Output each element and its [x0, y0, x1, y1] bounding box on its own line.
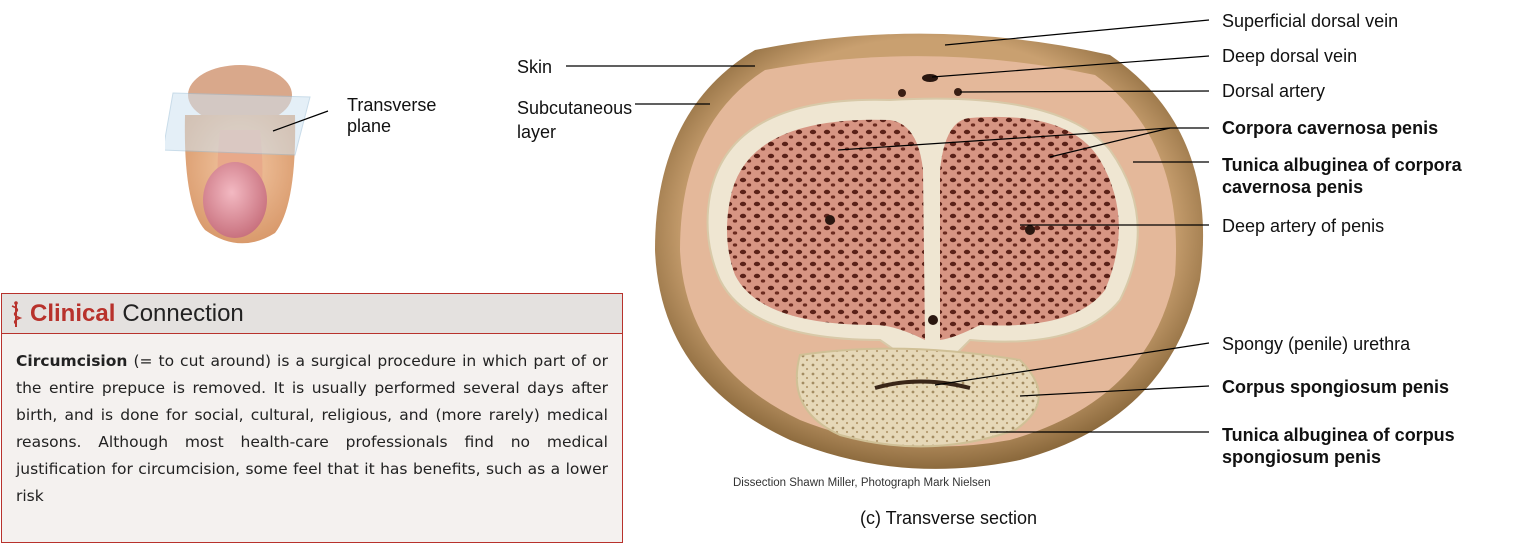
- label-spongy-urethra: Spongy (penile) urethra: [1222, 334, 1410, 355]
- dorsal-artery-left: [898, 89, 906, 97]
- skin-label: Skin: [517, 57, 552, 78]
- label-corpora-cavernosa: Corpora cavernosa penis: [1222, 118, 1438, 139]
- photo-credit: Dissection Shawn Miller, Photograph Mark…: [733, 477, 991, 489]
- label-deep-dorsal-vein: Deep dorsal vein: [1222, 46, 1357, 67]
- clinical-body-text: Circumcision (= to cut around) is a surg…: [2, 334, 622, 510]
- clinical-heading-rest: Connection: [122, 300, 243, 328]
- transverse-plane-sheet: [165, 93, 310, 155]
- deep-artery-right: [1025, 225, 1035, 235]
- septum-vessel: [928, 315, 938, 325]
- glans: [203, 162, 267, 238]
- label-deep-artery: Deep artery of penis: [1222, 216, 1384, 237]
- dorsal-artery: [954, 88, 962, 96]
- caduceus-icon: [8, 300, 24, 328]
- orientation-figure: [165, 55, 315, 250]
- clinical-paragraph: (= to cut around) is a surgical procedur…: [16, 352, 608, 505]
- clinical-connection-header: Clinical Connection: [2, 294, 622, 334]
- label-dorsal-artery: Dorsal artery: [1222, 81, 1325, 102]
- corpus-spongiosum: [797, 349, 1039, 447]
- clinical-keyword: Clinical: [30, 300, 115, 328]
- label-superficial-dorsal-vein: Superficial dorsal vein: [1222, 11, 1398, 32]
- transverse-plane-label: Transverse plane: [347, 95, 427, 137]
- label-corpus-spongiosum: Corpus spongiosum penis: [1222, 377, 1449, 398]
- label-tunica-albuginea-cavernosa: Tunica albuginea of corpora cavernosa pe…: [1222, 154, 1512, 198]
- deep-artery-left: [825, 215, 835, 225]
- deep-dorsal-vein: [922, 74, 938, 82]
- figure-caption: (c) Transverse section: [860, 508, 1037, 529]
- clinical-connection-box: Clinical Connection Circumcision (= to c…: [1, 293, 623, 543]
- subcutaneous-layer-label: Subcutaneous layer: [517, 96, 637, 144]
- clinical-term: Circumcision: [16, 352, 127, 370]
- label-tunica-albuginea-spongiosum: Tunica albuginea of corpus spongiosum pe…: [1222, 424, 1512, 468]
- transverse-section-image: [640, 20, 1220, 490]
